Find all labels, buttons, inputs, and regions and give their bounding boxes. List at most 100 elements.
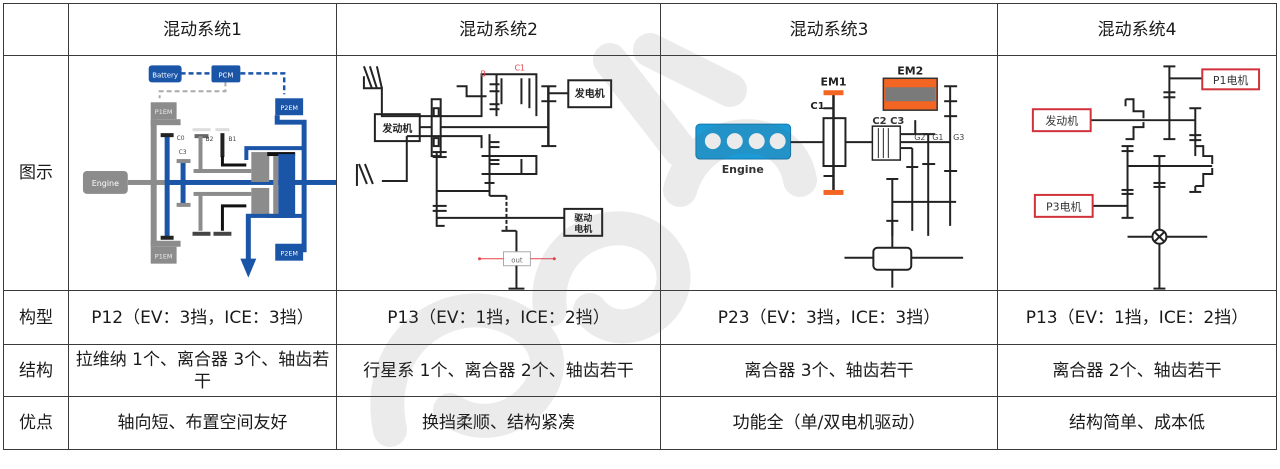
sleeve-lower (193, 191, 252, 196)
output-arrow (240, 258, 257, 278)
out-label: out (511, 257, 523, 265)
c0-gear-top (160, 133, 174, 138)
damper-spring-bottom (432, 137, 440, 148)
hybrid-systems-comparison-table: 混动系统1 混动系统2 混动系统3 混动系统4 图示 Battery PCM P… (3, 3, 1277, 450)
column-header-system-3: 混动系统3 (660, 3, 998, 56)
header-row: 混动系统1 混动系统2 混动系统3 混动系统4 (3, 3, 1277, 56)
cell-structure-system-3: 离合器 3个、轴齿若干 (660, 344, 998, 397)
planet-lower (251, 187, 270, 218)
p2em-rotor (278, 154, 296, 218)
column-header-system-4: 混动系统4 (997, 3, 1277, 56)
drive-motor-label-2: 电机 (574, 223, 592, 235)
engine-box (1031, 108, 1092, 133)
engine-box (82, 171, 128, 194)
p1em-frame-bottom (150, 240, 181, 247)
p1em-top (150, 102, 177, 120)
sleeve-upper (193, 169, 252, 173)
brake-b-label: B (481, 69, 486, 78)
hybrid-system-4-diagram: P1电机 发动机 P3电机 (1031, 65, 1261, 290)
row-label-diagram: 图示 (3, 55, 69, 291)
diagram-cell-system-4: P1电机 发动机 P3电机 (997, 55, 1277, 291)
em1-stator-top (823, 90, 844, 96)
p2em-bottom-label: P2EM (280, 250, 298, 258)
pcm-p1em-link (158, 81, 227, 99)
damper-spring-top (432, 107, 440, 118)
input-shaft (127, 179, 178, 185)
diagram-row: 图示 Battery PCM P1EM P1EM (3, 55, 1277, 291)
c2c3-clutch (871, 125, 902, 161)
battery-box (148, 65, 182, 83)
c0-shaft (164, 135, 170, 239)
engine-label: 发动机 (1045, 114, 1078, 128)
table-row-configuration: 构型 P12（EV：3挡，ICE：3挡） P13（EV：1挡，ICE：2挡） P… (3, 290, 1277, 345)
main-shaft (169, 179, 336, 185)
row-label-structure: 结构 (3, 344, 69, 397)
generator-label: 发电机 (574, 87, 605, 100)
upper-carrier (362, 73, 538, 118)
cell-advantages-system-2: 换挡柔顺、结构紧凑 (336, 396, 661, 450)
c0-label: C0 (177, 135, 185, 142)
engine-label: Engine (92, 179, 119, 188)
b2-ground-bottom (192, 231, 211, 236)
battery-pcm-link (180, 72, 286, 95)
column-header-system-2: 混动系统2 (336, 3, 661, 56)
cell-advantages-system-1: 轴向短、布置空间友好 (68, 396, 337, 450)
planet-upper (251, 152, 270, 182)
hybrid-system-1-diagram: Battery PCM P1EM P1EM Engine (82, 65, 336, 278)
cell-structure-system-4: 离合器 2个、轴齿若干 (997, 344, 1277, 397)
p3-motor-label: P3电机 (1046, 199, 1082, 213)
corner-cell (3, 3, 69, 56)
c3-bottom (176, 202, 191, 207)
c1-lower (823, 174, 835, 186)
b1-link-bottom (220, 204, 247, 231)
column-header-system-1: 混动系统1 (68, 3, 337, 56)
lower-brake-h2 (363, 163, 374, 185)
out-arrow-right-head (552, 257, 556, 261)
pcm-box (211, 65, 241, 83)
b2-label: B2 (205, 136, 213, 143)
lower-carrier (381, 136, 408, 182)
generator-box (567, 79, 613, 109)
clutch-2-lower (1195, 168, 1214, 187)
diagram-cell-system-1: Battery PCM P1EM P1EM Engine (68, 55, 337, 291)
b1-ground-top (215, 128, 230, 132)
engine-cylinder-2 (726, 133, 743, 150)
drive-motor-label-1: 驱动 (574, 213, 592, 224)
p1em-bottom-label: P1EM (155, 253, 173, 261)
clutch-2-upper (1195, 145, 1214, 165)
counter-shaft (435, 152, 445, 227)
b1-label: B1 (228, 136, 236, 143)
b2-ground-top (192, 128, 211, 132)
p1-motor-box (1201, 68, 1261, 91)
clutch-1-lower (1125, 122, 1145, 141)
lower-carrier-top (406, 135, 483, 149)
g1-label: G1 (932, 133, 943, 142)
lower-brake-h1 (358, 163, 368, 185)
p2em-top (275, 98, 304, 116)
table-row-structure: 结构 拉维纳 1个、离合器 3个、轴齿若干 行星系 1个、离合器 2个、轴齿若干… (3, 344, 1277, 397)
p2em-top-label: P2EM (280, 104, 298, 112)
c1-label: C1 (810, 101, 824, 112)
brake-hatch-3 (375, 66, 383, 89)
cell-configuration-system-4: P13（EV：1挡，ICE：2挡） (997, 290, 1277, 345)
p1em-top-label: P1EM (155, 108, 173, 116)
p1em-bottom (150, 246, 177, 264)
p1-motor-label: P1电机 (1213, 73, 1249, 87)
diff-cross-2 (1153, 231, 1166, 243)
g2-label: G2 (914, 133, 925, 142)
engine-cylinder-1 (704, 133, 721, 150)
lower-ring (481, 155, 538, 175)
diagram-cell-system-3: Engine (660, 55, 998, 291)
engine-cylinder-4 (769, 133, 786, 150)
c2c3-label: C2 C3 (872, 116, 904, 127)
p1em-frame-top (150, 119, 181, 126)
cell-configuration-system-1: P12（EV：3挡，ICE：3挡） (68, 290, 337, 345)
row-label-advantages: 优点 (3, 396, 69, 450)
row-label-configuration: 构型 (3, 290, 69, 345)
clutch-c1-label: C1 (514, 63, 525, 72)
c3-top (176, 159, 191, 164)
b1-top (220, 133, 225, 158)
cell-configuration-system-2: P13（EV：1挡，ICE：2挡） (336, 290, 661, 345)
differential (872, 246, 913, 271)
p2em-bottom (275, 243, 304, 261)
